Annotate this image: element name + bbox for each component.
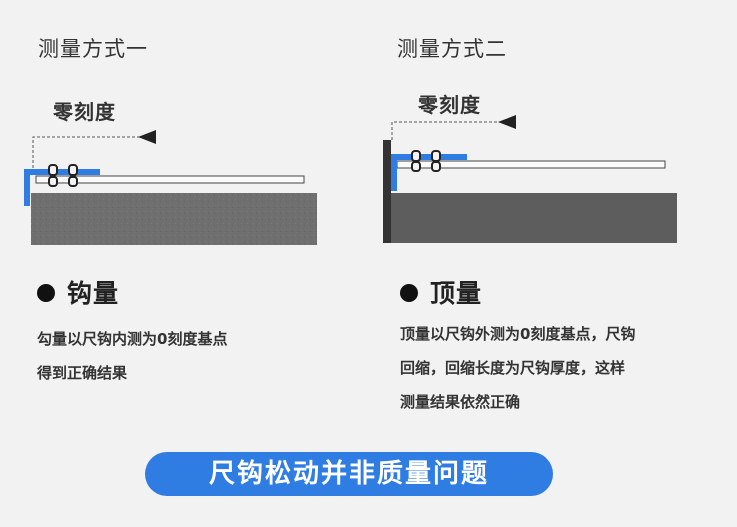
bullet-dot-left — [37, 284, 55, 302]
zero-line-right — [391, 121, 500, 140]
stone-block-right — [390, 193, 677, 243]
desc-line: 顶量以尺钩外测为0刻度基点，尺钩 — [400, 325, 636, 343]
method-two-title: 测量方式二 — [397, 37, 507, 61]
stone-texture-left — [31, 193, 317, 245]
hook-measure-heading: 钩量 — [67, 279, 120, 308]
desc-line: 勾量以尺钩内测为0刻度基点 — [37, 330, 228, 348]
diagram-left — [24, 130, 317, 245]
rivets-right — [411, 150, 441, 172]
rivets-left — [48, 164, 78, 187]
diagram-right — [383, 115, 677, 243]
method-one-title: 测量方式一 — [38, 37, 148, 61]
desc-line: 测量结果依然正确 — [400, 393, 521, 411]
desc-line: 回缩，回缩长度为尺钩厚度，这样 — [400, 359, 626, 377]
hook-measure-desc: 勾量以尺钩内测为0刻度基点 得到正确结果 — [37, 322, 227, 390]
bullet-dot-right — [400, 284, 418, 302]
tape-blade-left — [35, 175, 305, 184]
zero-scale-label-right: 零刻度 — [418, 93, 481, 117]
push-measure-heading: 顶量 — [430, 279, 483, 308]
arrow-left — [138, 130, 156, 144]
hook-right — [391, 154, 467, 191]
zero-line-left — [32, 136, 140, 168]
zero-scale-label-left: 零刻度 — [53, 100, 116, 124]
arrow-right — [498, 115, 516, 129]
loose-hook-banner: 尺钩松动并非质量问题 — [145, 452, 553, 496]
wall-right — [383, 140, 391, 243]
push-measure-desc: 顶量以尺钩外测为0刻度基点，尺钩 回缩，回缩长度为尺钩厚度，这样 测量结果依然正… — [400, 317, 635, 419]
hook-left — [24, 169, 100, 206]
desc-line: 得到正确结果 — [37, 364, 128, 382]
